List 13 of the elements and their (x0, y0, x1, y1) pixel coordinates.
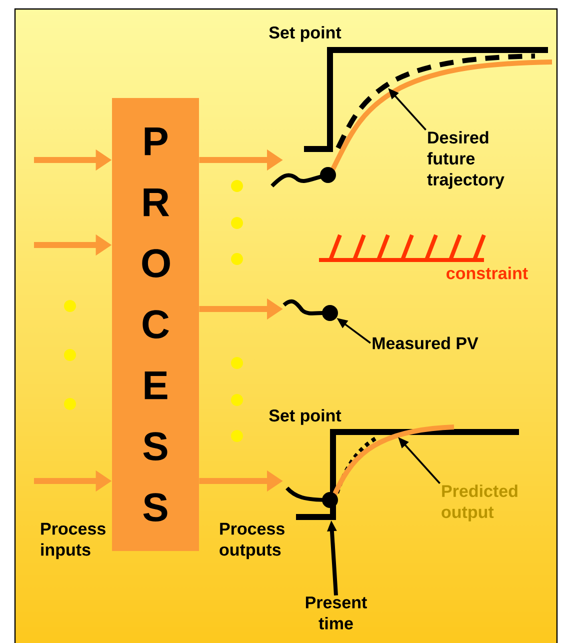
axis-label: Process inputs (41, 522, 106, 560)
measurement-dot (322, 305, 338, 321)
measurement-dot (322, 492, 338, 508)
setpoint-label: Set point (269, 409, 342, 425)
setpoint-label: Set point (269, 26, 342, 42)
axis-label: Process outputs (220, 522, 284, 560)
process-box: P R O C E S S (112, 98, 199, 551)
measurement-dot (320, 167, 336, 183)
callout-text: Measured PV (372, 336, 478, 350)
callout-text: Present time (306, 596, 367, 630)
constraint-label: constraint (446, 266, 528, 280)
callout-text: Predicted output (442, 484, 518, 522)
callout-text: Desired future trajectory (427, 131, 504, 189)
